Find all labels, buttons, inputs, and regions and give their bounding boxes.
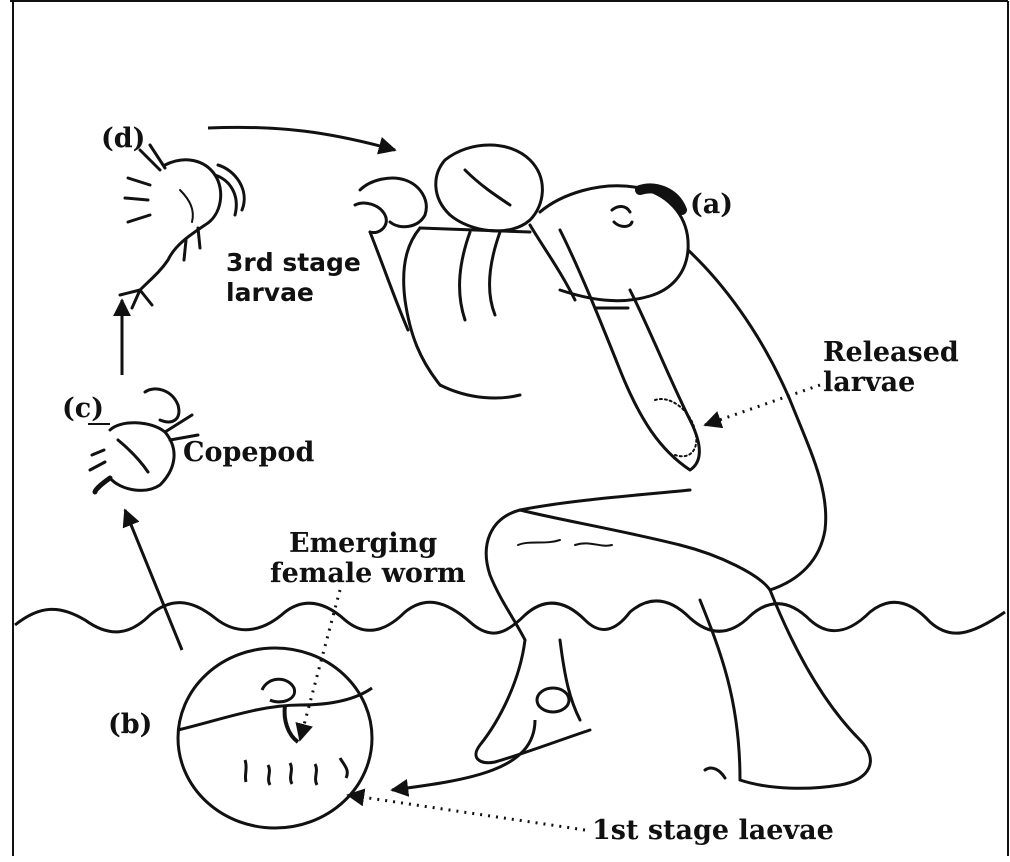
label-released-line2: larvae	[823, 367, 915, 398]
label-emerging-line1: Emerging	[289, 528, 437, 559]
label-released-line1: Released	[823, 337, 959, 368]
label-third-stage-line1: 3rd stage	[226, 248, 361, 277]
copepod-drawing	[90, 389, 198, 492]
label-emerging-line2: female worm	[270, 558, 466, 589]
arrow-d-to-a	[208, 127, 395, 150]
label-a: (a)	[690, 189, 733, 220]
inset-circle-b	[178, 648, 372, 828]
label-d: (d)	[101, 123, 145, 154]
dotted-leaders	[300, 385, 820, 830]
first-stage-larvae-marks	[245, 758, 347, 785]
human-figure	[355, 145, 870, 788]
label-copepod: Copepod	[183, 437, 314, 468]
label-third-stage-line2: larvae	[226, 278, 314, 307]
label-c: (c)	[62, 393, 104, 424]
label-b: (b)	[108, 709, 152, 740]
label-first-stage: 1st stage laevae	[592, 815, 834, 846]
leader-released-larvae	[705, 385, 820, 425]
leader-first-stage	[348, 795, 585, 830]
